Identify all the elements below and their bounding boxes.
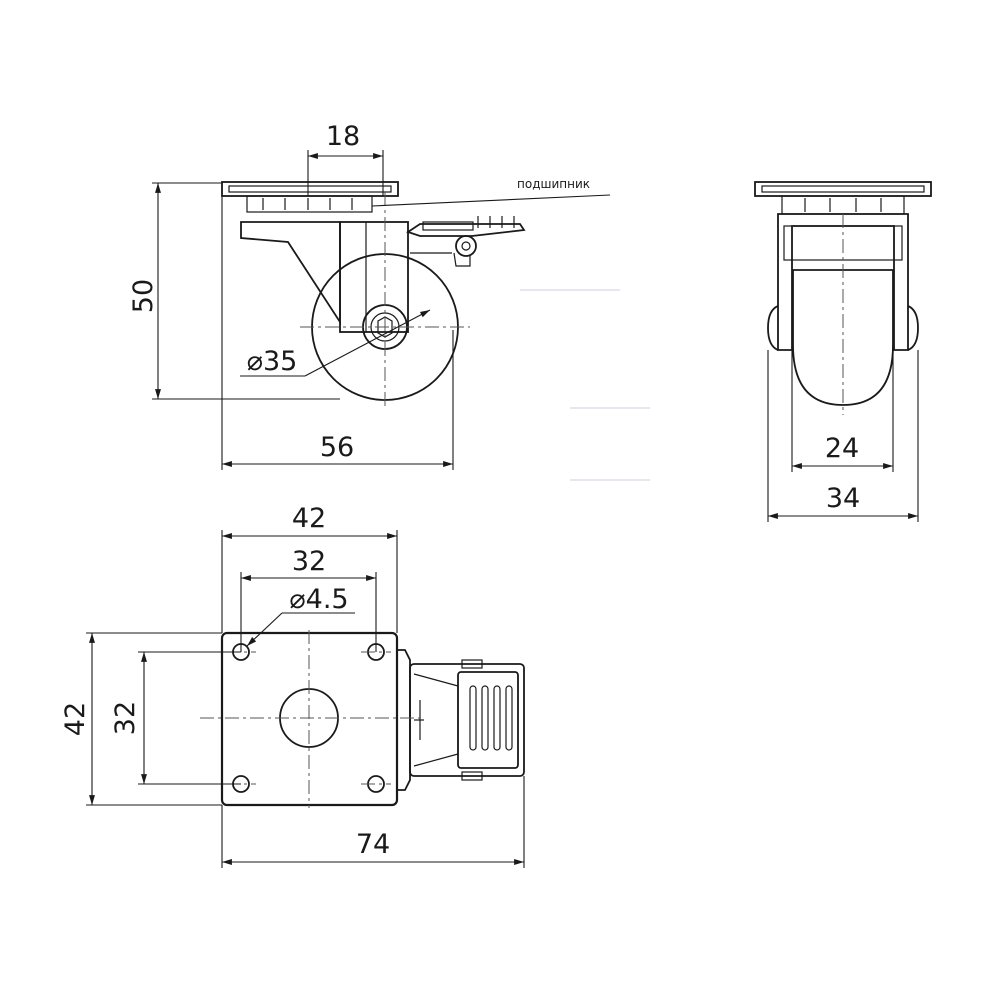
pedal-link xyxy=(396,649,411,791)
fork-leg xyxy=(339,221,409,333)
front-view-dimensions: 24 34 xyxy=(767,350,919,522)
bearing-ring xyxy=(246,195,373,213)
top-view-dimensions: 42 32 ⌀4.5 42 32 74 xyxy=(60,503,525,868)
dim-plate-height: 42 xyxy=(60,702,91,736)
dim-wheel-diameter: ⌀35 xyxy=(247,346,298,377)
dim-wheel-width: 24 xyxy=(825,433,859,464)
fork-bracket xyxy=(240,221,341,326)
dim-hole-diameter: ⌀4.5 xyxy=(289,584,348,615)
mounting-plate-inner xyxy=(228,185,392,193)
ghost-marks xyxy=(520,289,650,481)
right-axle-cap xyxy=(907,305,919,351)
front-bearing-ring xyxy=(781,195,905,215)
dim-width: 56 xyxy=(320,432,354,463)
dim-plate-bolt: 18 xyxy=(326,121,360,152)
dim-hole-spacing-x: 32 xyxy=(292,546,326,577)
side-view-dimensions: 18 50 ⌀35 56 подшипник xyxy=(128,121,611,470)
pedal-pad xyxy=(457,671,519,769)
dim-hole-spacing-y: 32 xyxy=(110,701,141,735)
dim-plate-width: 42 xyxy=(292,503,326,534)
top-view xyxy=(200,630,525,808)
front-mounting-plate xyxy=(754,181,932,197)
brake-pedal xyxy=(405,223,526,237)
front-view xyxy=(754,181,932,415)
mounting-plate xyxy=(221,181,399,197)
pedal-housing xyxy=(409,663,525,777)
left-axle-cap xyxy=(767,305,779,351)
callout-leader xyxy=(371,194,611,207)
pedal-pivot xyxy=(455,235,477,257)
callout-bearing: подшипник xyxy=(517,177,590,191)
front-wheel xyxy=(792,269,894,406)
dim-overall-width: 34 xyxy=(826,483,860,514)
side-view xyxy=(221,181,526,408)
dim-overall-length: 74 xyxy=(356,829,390,860)
dim-height: 50 xyxy=(128,279,159,313)
